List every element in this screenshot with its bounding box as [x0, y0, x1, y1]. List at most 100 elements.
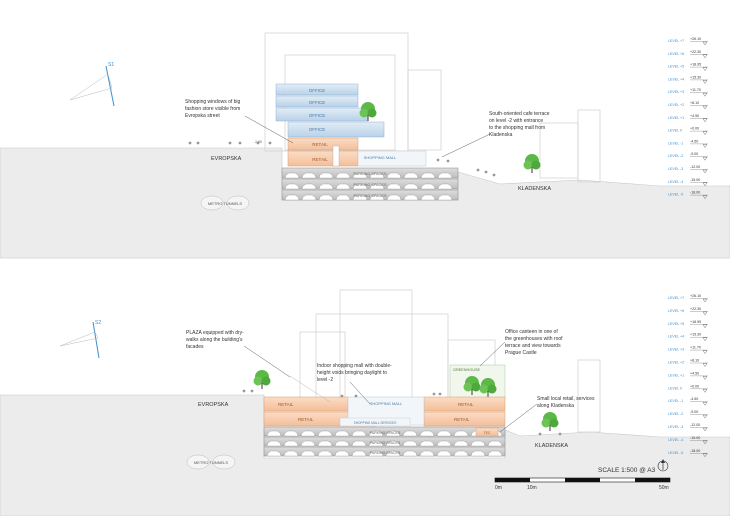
level-value: +18.95 — [690, 320, 701, 324]
svg-text:along Kladenska: along Kladenska — [537, 403, 574, 409]
mall-label: SHOPPING MALL — [364, 155, 397, 160]
metro-tunnels-2: METRO TUNNELS — [186, 454, 236, 470]
small-retail-label: TEC — [484, 431, 491, 435]
level-arrow-icon — [702, 376, 708, 380]
level-name: LEVEL -5 — [668, 451, 683, 455]
level-arrow-icon — [702, 131, 708, 135]
svg-text:walks along the building's: walks along the building's — [186, 337, 243, 343]
svg-text:the greenhouses with roof: the greenhouses with roof — [505, 336, 563, 342]
parking-label-2: PARKING SPACES — [354, 183, 387, 187]
level-value: +22.30 — [690, 50, 701, 54]
svg-text:Office canteen in one of: Office canteen in one of — [505, 329, 558, 335]
section-label-s2: S2 — [95, 320, 101, 326]
svg-text:PLAZA equipped with dry-: PLAZA equipped with dry- — [186, 330, 244, 336]
level-arrow-icon — [702, 350, 708, 354]
level-arrow-icon — [702, 169, 708, 174]
level-value: +8.10 — [690, 359, 699, 363]
scale-bar — [494, 477, 671, 483]
level-value: -15.00 — [690, 178, 700, 182]
svg-text:height voids bringing daylight: height voids bringing daylight to — [317, 370, 387, 376]
svg-text:facades: facades — [186, 344, 204, 350]
svg-text:to the shopping mall from: to the shopping mall from — [489, 125, 545, 131]
svg-text:Prague Castle: Prague Castle — [505, 350, 537, 356]
level-arrow-icon — [702, 414, 708, 419]
street-figures — [188, 141, 496, 177]
retail2-label-3: RETAIL — [458, 402, 474, 407]
level-name: LEVEL -3 — [668, 167, 683, 171]
level-arrow-icon — [702, 157, 708, 161]
level-name: LEVEL 0 — [668, 129, 682, 133]
section-cut-line-2: S2 — [59, 320, 101, 359]
section-1: OFFICE OFFICE OFFICE OFFICE RETAIL RETAI… — [0, 32, 730, 259]
parking-label-1: PARKING SPACES — [354, 172, 387, 176]
level-name: LEVEL +4 — [668, 77, 684, 81]
office-label-4: OFFICE — [309, 127, 326, 132]
section-label-s1: S1 — [108, 62, 114, 68]
retail-label-1: RETAIL — [312, 142, 328, 147]
level-arrow-icon — [702, 402, 708, 406]
street-kladenska-2: KLADENSKA — [535, 443, 568, 449]
level-name: LEVEL -2 — [668, 412, 683, 416]
street-evropska: EVROPSKA — [211, 156, 242, 162]
office-label-2: OFFICE — [309, 100, 326, 105]
annotations: Shopping windows of big fashion store vi… — [185, 99, 550, 158]
office-floors: OFFICE OFFICE OFFICE OFFICE — [275, 83, 385, 138]
annotations-2: PLAZA equipped with dry- walks along the… — [186, 329, 595, 433]
scale-label: SCALE 1:500 @ A3 — [598, 467, 656, 474]
level-arrow-icon — [702, 337, 708, 342]
level-name: LEVEL 0 — [668, 386, 682, 390]
parking-label-3: PARKING SPACES — [354, 194, 387, 198]
level-arrow-icon — [702, 363, 708, 367]
level-value: +15.30 — [690, 333, 701, 337]
dimension-mark: 2,95 — [255, 140, 262, 144]
street-figures-2 — [242, 389, 562, 436]
metro-tunnels-label-2: METRO TUNNELS — [194, 460, 228, 465]
north-arrow — [657, 459, 669, 472]
level-arrow-icon — [702, 67, 708, 71]
level-value: +8.10 — [690, 101, 699, 105]
metro-tunnels-label: METRO TUNNELS — [208, 201, 242, 206]
svg-text:Shopping windows of big: Shopping windows of big — [185, 99, 241, 105]
retail2-label-2: RETAIL — [298, 417, 314, 422]
level-name: LEVEL -5 — [668, 193, 683, 197]
section-2: GREENHOUSE RETAIL RETAIL RETAIL RETAIL S… — [0, 289, 730, 516]
level-arrow-icon — [702, 80, 708, 84]
level-arrow-icon — [702, 144, 708, 148]
level-value: -15.00 — [690, 436, 700, 440]
parking2-label-1: PARKING SPACES — [370, 431, 401, 435]
scale-block: SCALE 1:500 @ A3 0m 10m 50m — [494, 459, 671, 491]
level-value: +22.30 — [690, 307, 701, 311]
parking-levels: PARKING SPACES PARKING SPACES PARKING SP… — [281, 167, 459, 201]
svg-text:level -2: level -2 — [317, 377, 333, 383]
level-name: LEVEL +5 — [668, 322, 684, 326]
parking-levels-2: SHOPPING MALL SERVICES TEC PARKING SPACE… — [263, 417, 506, 457]
svg-text:Indoor shopping mall with doub: Indoor shopping mall with double- — [317, 363, 392, 369]
level-value: -9.00 — [690, 410, 698, 414]
level-value: +26.10 — [690, 294, 701, 298]
section-cut-line: S1 — [69, 62, 115, 107]
metro-tunnels: METRO TUNNELS — [200, 195, 250, 211]
level-name: LEVEL +1 — [668, 116, 684, 120]
level-arrow-icon — [702, 182, 708, 187]
svg-text:Kladenska: Kladenska — [489, 132, 513, 138]
level-arrow-icon — [702, 324, 708, 329]
level-value: +4.50 — [690, 371, 699, 375]
svg-text:Small local retail, services: Small local retail, services — [537, 396, 595, 402]
level-value: -18.00 — [690, 449, 700, 453]
scale-tick-50: 50m — [659, 485, 669, 491]
street-kladenska: KLADENSKA — [518, 186, 551, 192]
svg-text:fashion store visible from: fashion store visible from — [185, 106, 240, 112]
level-name: LEVEL +7 — [668, 39, 684, 43]
retail2-label-4: RETAIL — [454, 417, 470, 422]
level-value: -12.00 — [690, 423, 700, 427]
level-arrow-icon — [702, 453, 708, 458]
services-label: SHOPPING MALL SERVICES — [354, 421, 397, 425]
svg-text:terrace and view towards: terrace and view towards — [505, 343, 561, 349]
level-name: LEVEL +5 — [668, 65, 684, 69]
level-name: LEVEL +4 — [668, 335, 684, 339]
level-value: +15.30 — [690, 75, 701, 79]
level-name: LEVEL -1 — [668, 141, 683, 145]
